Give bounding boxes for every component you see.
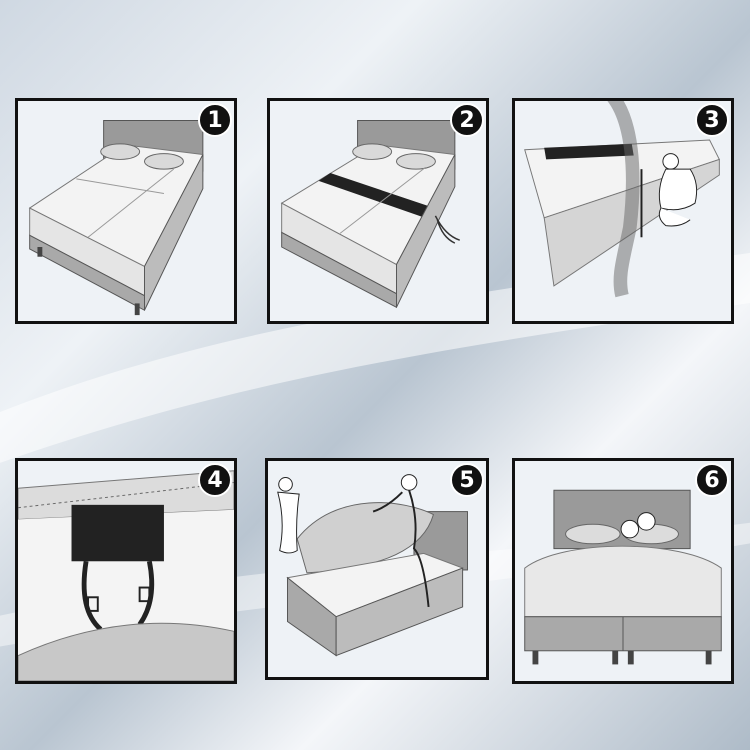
step-3-panel: 3 — [512, 98, 734, 324]
step-2-illustration — [270, 101, 486, 321]
step-6-panel: 6 — [512, 458, 734, 684]
step-number-badge: 2 — [450, 103, 484, 137]
step-5-panel: 5 — [265, 458, 489, 680]
step-1-panel: 1 — [15, 98, 237, 324]
step-number-badge: 6 — [695, 463, 729, 497]
step-2-panel: 2 — [267, 98, 489, 324]
step-3-illustration — [515, 101, 731, 321]
step-4-panel: 4 — [15, 458, 237, 684]
step-4-illustration — [18, 461, 234, 681]
step-number-badge: 1 — [198, 103, 232, 137]
step-number-badge: 5 — [450, 463, 484, 497]
step-1-illustration — [18, 101, 234, 321]
step-number-badge: 4 — [198, 463, 232, 497]
step-6-illustration — [515, 461, 731, 681]
step-5-illustration — [268, 461, 486, 677]
step-number-badge: 3 — [695, 103, 729, 137]
